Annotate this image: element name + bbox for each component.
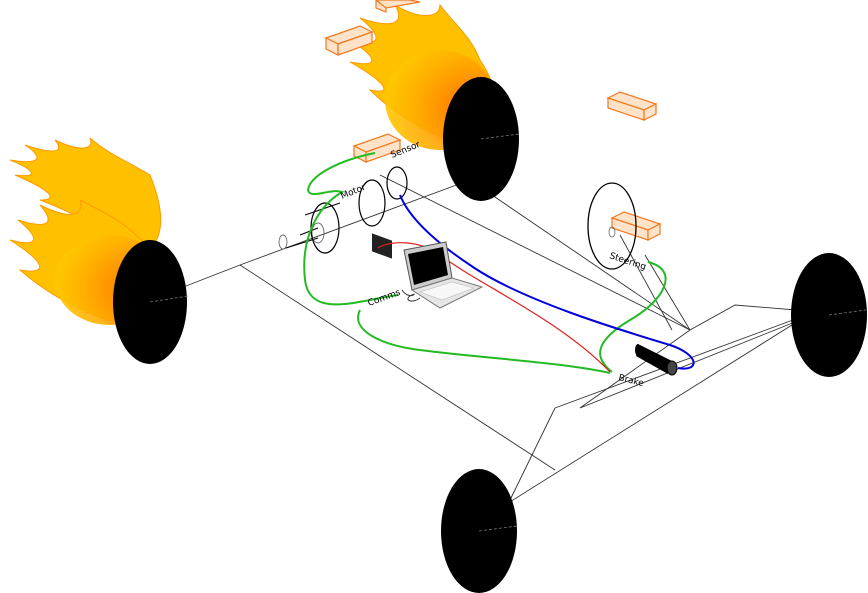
wire-red	[377, 242, 611, 373]
chassis-frame	[149, 174, 821, 506]
sensor-box-icon	[352, 133, 402, 163]
wheel-icon	[443, 77, 520, 201]
wheel-icon	[791, 253, 867, 377]
brake-label: Brake	[617, 373, 645, 389]
steering-wheel-icon	[587, 182, 637, 270]
laptop-icon	[403, 241, 484, 309]
comms-label: Comms	[367, 288, 403, 309]
sensor-box-icon	[606, 91, 658, 121]
brake-actuator-icon	[635, 344, 678, 376]
motor-label: Motor	[339, 183, 367, 202]
wheel-icon	[441, 469, 518, 593]
wire-comms	[401, 289, 421, 302]
wheel-icon	[113, 240, 189, 364]
wire-blue	[399, 194, 695, 370]
wire-green	[303, 152, 667, 374]
sensor-box-icon	[324, 25, 374, 56]
sensor-box-icon	[375, 0, 421, 13]
